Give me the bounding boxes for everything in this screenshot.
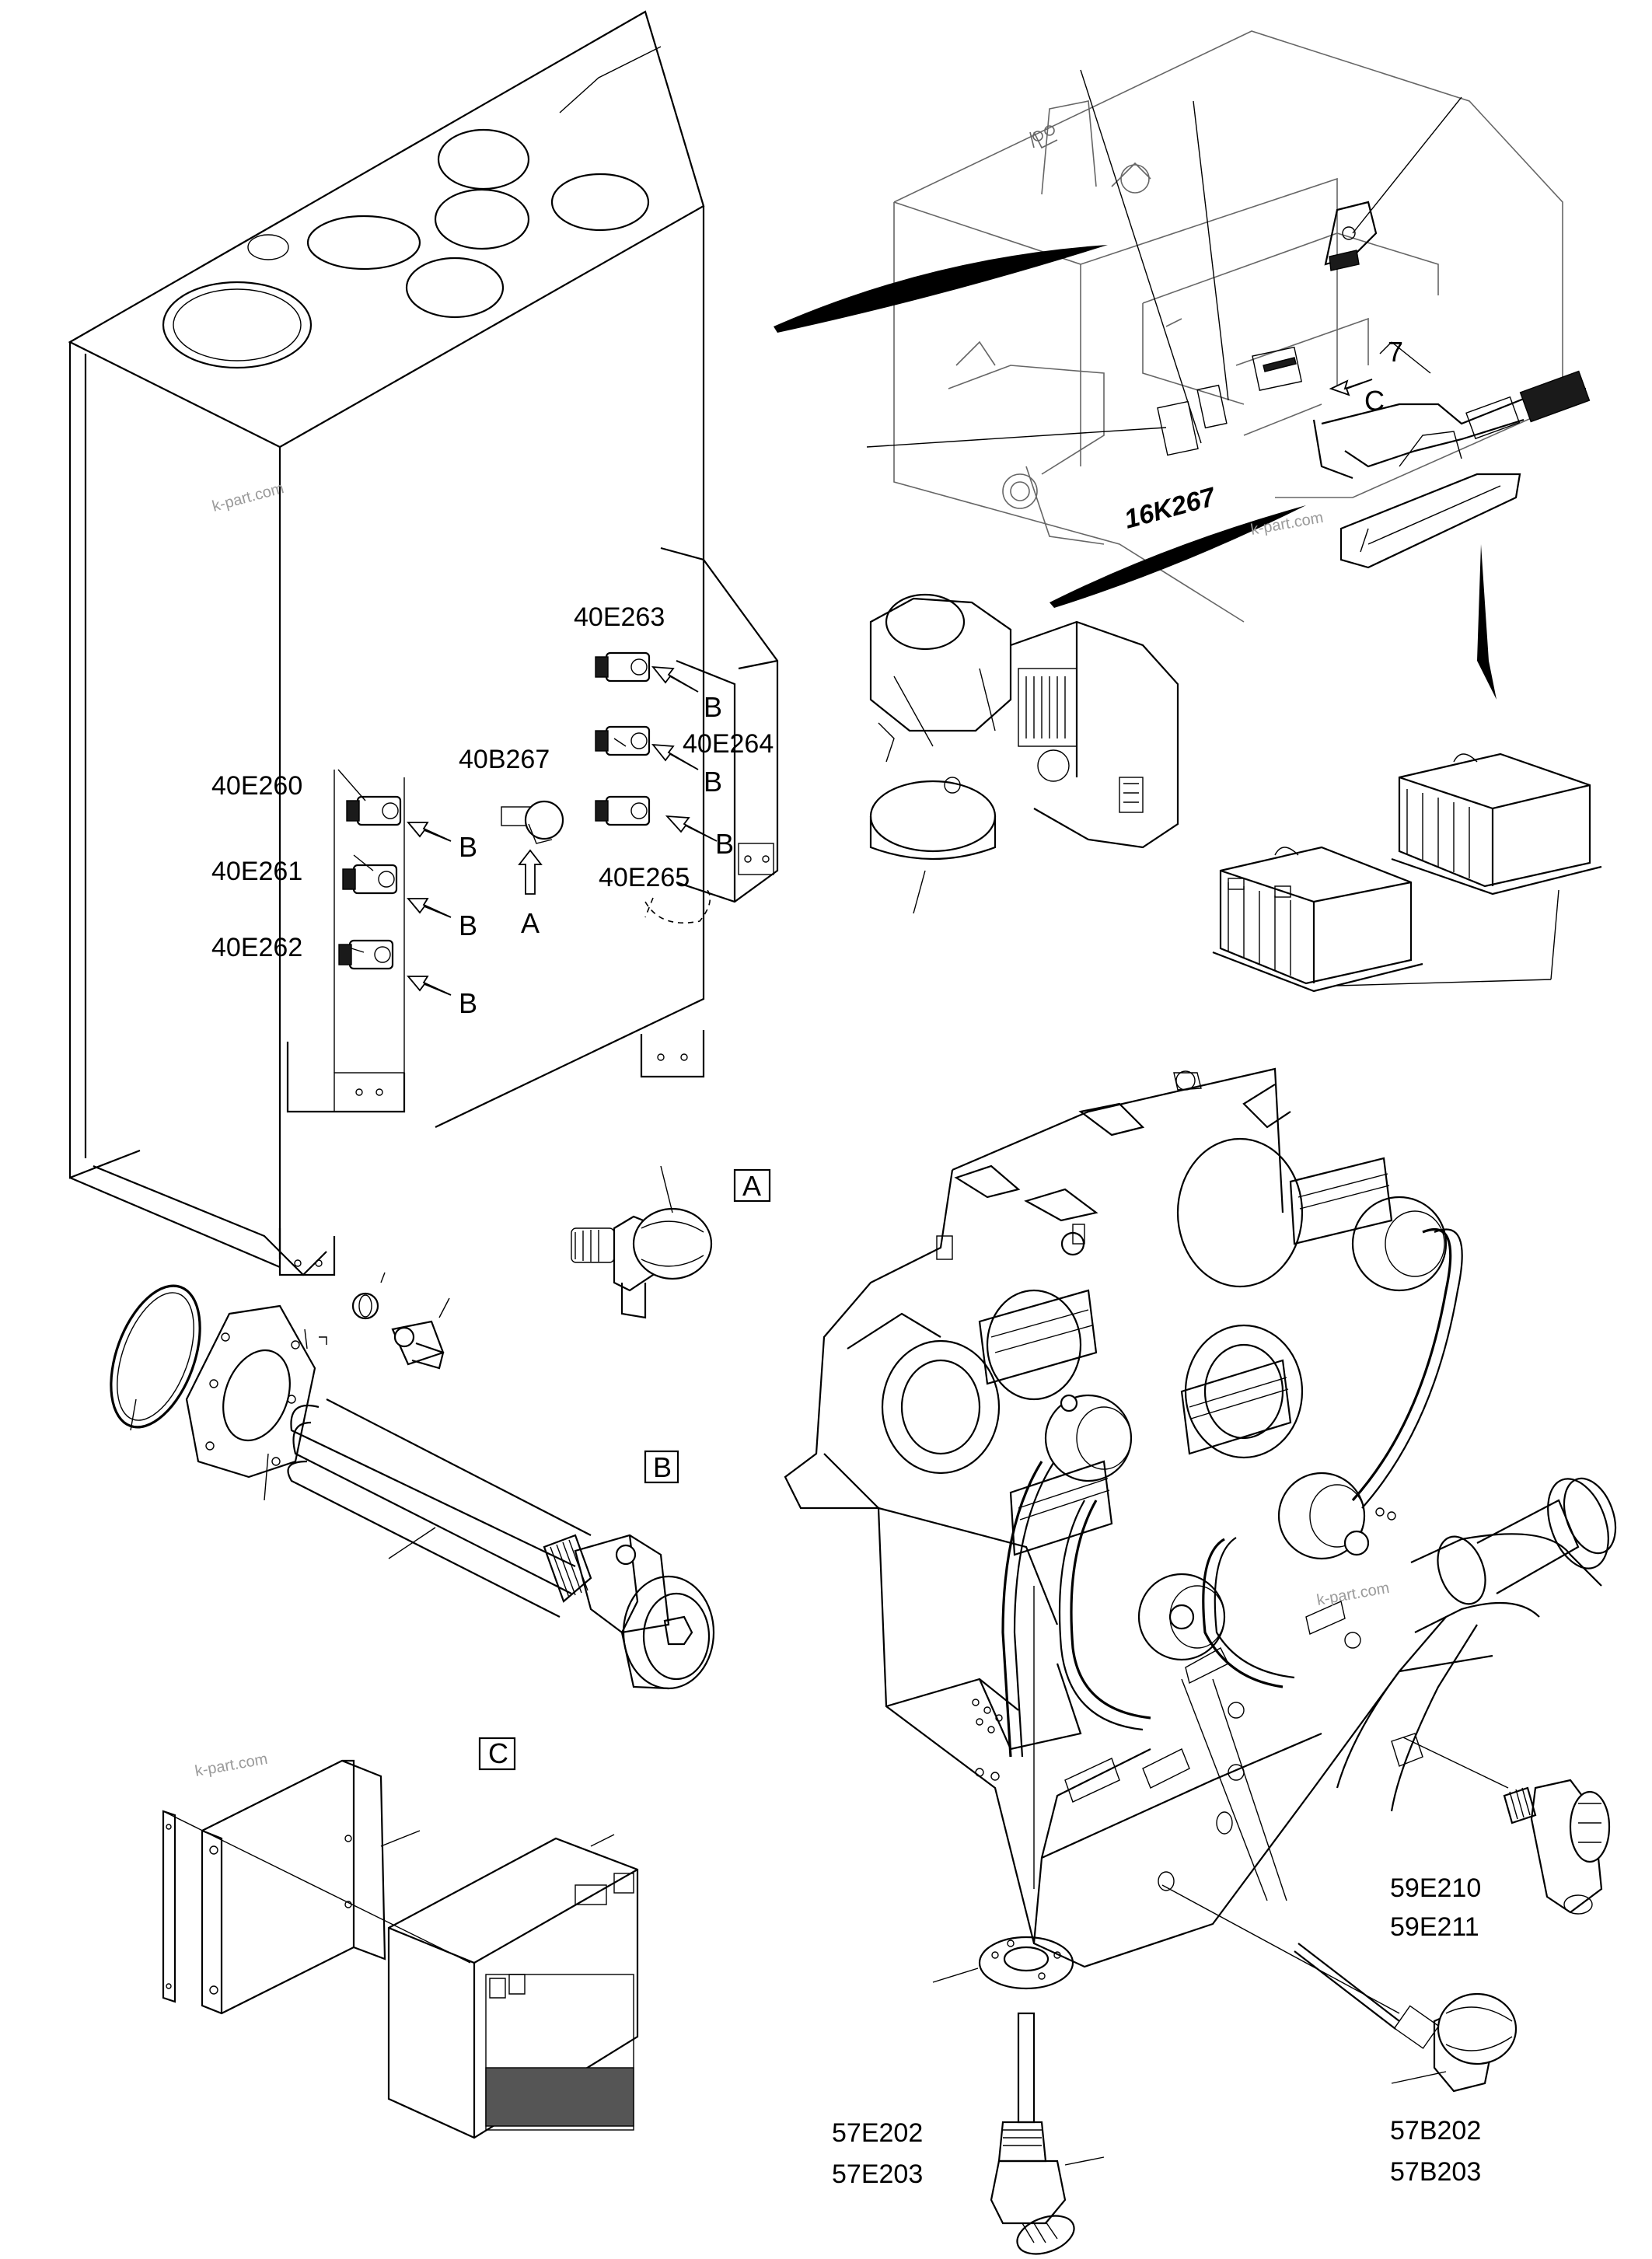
heater-leader (913, 870, 926, 914)
watermark: k-part.com (1315, 1580, 1391, 1609)
arrow-letter-b: B (715, 828, 734, 860)
arrow-letter-b: B (704, 691, 722, 723)
detail-box-letters: A B C (488, 1170, 761, 1769)
arrow-letter-a: A (521, 907, 540, 939)
heater-element-40e261 (342, 864, 398, 895)
label-40e261: 40E261 (211, 857, 302, 886)
label-40e260: 40E260 (211, 771, 302, 801)
heater-element-40e265 (595, 795, 651, 826)
detail-a-thermostat (571, 1165, 771, 1319)
label-59e211: 59E211 (1390, 1912, 1479, 1942)
label-16k267: 16K267 (1121, 482, 1220, 535)
detail-box-c (478, 1737, 516, 1771)
arrow-letter-labels: B B B B B B A C 7 (459, 336, 1403, 1019)
frame-leader-lines (866, 69, 1462, 448)
heater-57e202 (932, 1586, 1105, 2255)
heater-element-40e262 (338, 939, 394, 970)
thermostat-57b202 (1161, 1678, 1518, 2093)
arrow-letter-b: B (459, 831, 477, 863)
label-40e265: 40E265 (599, 863, 690, 892)
detail-box-a (733, 1168, 771, 1203)
machine-frame-overview (774, 30, 1563, 700)
label-59e210: 59E210 (1390, 1873, 1481, 1903)
watermark: k-part.com (211, 480, 286, 515)
label-40b267: 40B267 (459, 745, 550, 774)
detail-box-b (644, 1450, 679, 1484)
label-57b202: 57B202 (1390, 2116, 1481, 2146)
sensor-59e210 (1402, 1737, 1611, 1915)
watermark: k-part.com (194, 1751, 269, 1780)
detail-letter-b: B (653, 1451, 672, 1483)
heater-element-40e263 (595, 651, 651, 683)
pump-transfer-case (784, 1067, 1617, 1968)
heater-element-40e264 (595, 725, 651, 756)
detail-letter-c: C (488, 1737, 508, 1769)
detail-letter-a: A (742, 1170, 761, 1202)
direction-arrows (407, 665, 718, 996)
auxiliary-heater-unit (869, 593, 1179, 861)
batteries (1212, 752, 1602, 993)
label-57e202: 57E202 (832, 2118, 923, 2148)
tank-leader-lines (337, 738, 711, 953)
label-57e203: 57E203 (832, 2159, 923, 2189)
arrow-letter-b: B (459, 910, 477, 941)
hydraulic-tank (68, 10, 779, 1276)
label-57b203: 57B203 (1390, 2157, 1481, 2187)
label-40e263: 40E263 (574, 602, 665, 632)
detail-c-control-box (162, 1737, 639, 2139)
thermostat-40b267 (501, 800, 564, 844)
arrow-letter-b: B (459, 987, 477, 1019)
label-40e262: 40E262 (211, 933, 302, 962)
detail-b-heater (110, 1272, 715, 1690)
cable-harness (1312, 370, 1591, 569)
heater-element-40e260 (346, 795, 402, 826)
label-40e264: 40E264 (683, 729, 774, 759)
arrow-letter-c: C (1364, 385, 1385, 417)
arrow-letter-b: B (704, 766, 722, 798)
part-labels: 40E263 40E264 40B267 40E260 40E265 40E26… (211, 482, 1481, 2189)
callout-7: 7 (1388, 336, 1403, 368)
